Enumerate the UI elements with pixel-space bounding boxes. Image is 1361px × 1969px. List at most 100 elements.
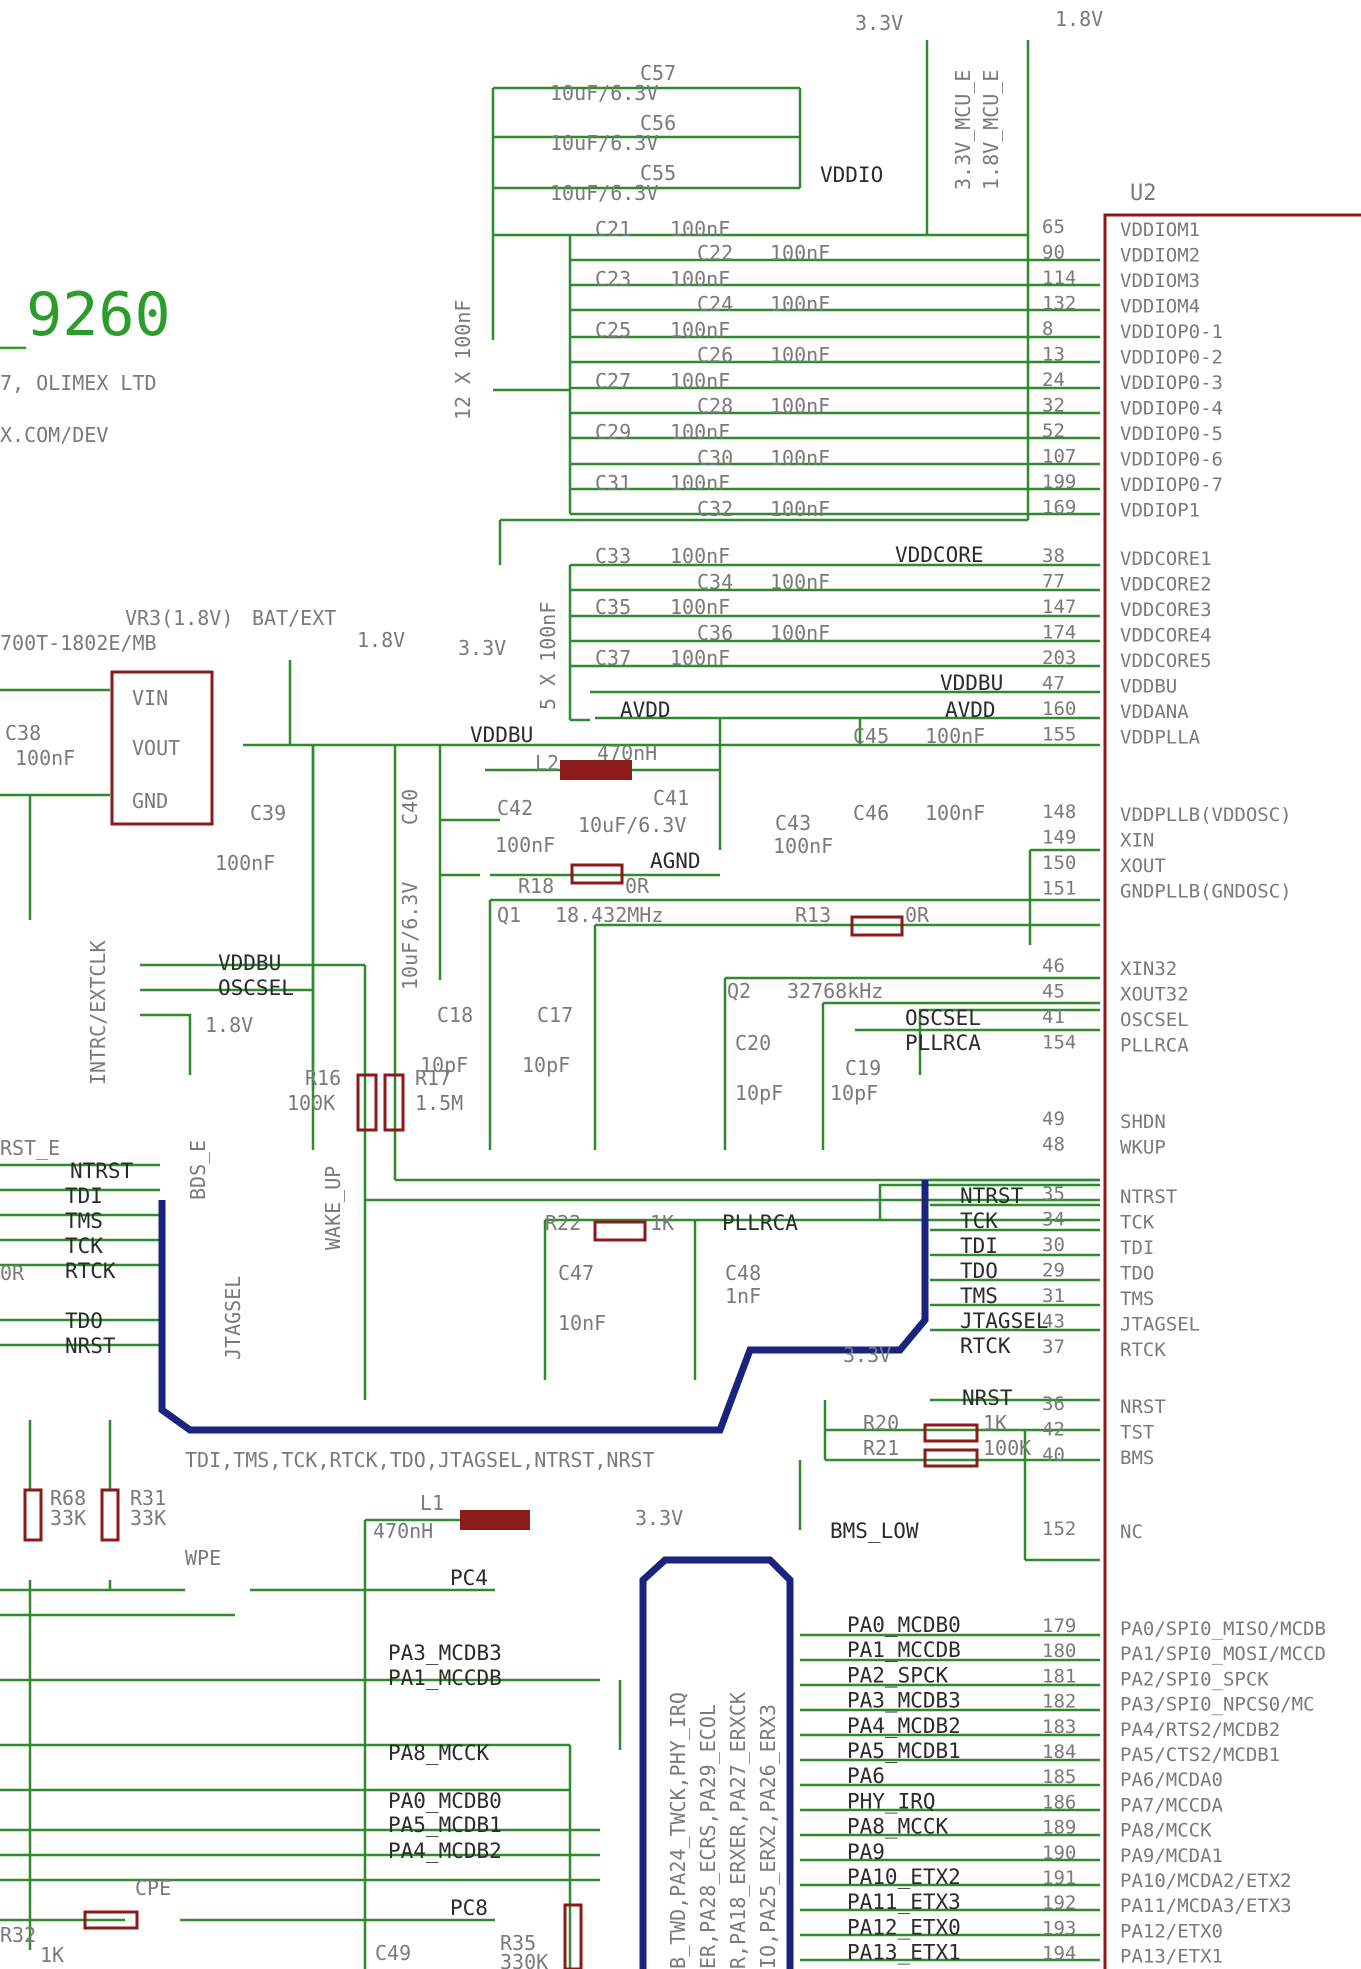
c48-val: 1nF <box>725 1284 761 1308</box>
q1-ref: Q1 <box>497 903 521 927</box>
pin-name: XIN32 <box>1120 958 1177 980</box>
pin-name: VDDANA <box>1120 701 1189 723</box>
pin-number: 184 <box>1042 1741 1076 1763</box>
jtag-left-net: TDO <box>65 1309 103 1333</box>
agnd-label: AGND <box>650 849 701 873</box>
r13-ref: R13 <box>795 903 831 927</box>
bus-text-line: B_TWD,PA24_TWCK,PHY_IRQ <box>666 1692 690 1969</box>
pa-right-net: PA0_MCDB0 <box>847 1613 961 1637</box>
capacitor-ref: C56 <box>640 111 676 135</box>
vddbu-label-2: VDDBU <box>470 723 533 747</box>
jtag-right-net: JTAGSEL <box>960 1309 1049 1333</box>
vddbu-label-1: VDDBU <box>940 671 1003 695</box>
r21-ref: R21 <box>863 1436 899 1460</box>
pin-number: 114 <box>1042 267 1076 289</box>
r22-val: 1K <box>650 1211 674 1235</box>
jtag-right-net: TMS <box>960 1284 998 1308</box>
jtag-right-net: TDO <box>960 1259 998 1283</box>
bus-text-line: IO,PA25_ERX2,PA26_ERX3 <box>756 1704 780 1969</box>
capacitor-ref: C22 <box>697 241 733 265</box>
pin-number: 47 <box>1042 673 1065 695</box>
capacitor-ref: C57 <box>640 61 676 85</box>
pin-name: VDDPLLB(VDDOSC) <box>1120 804 1292 826</box>
v33-batext: 3.3V <box>458 636 506 660</box>
bat-ext-label: BAT/EXT <box>252 606 336 630</box>
pin-name: VDDIOP0-3 <box>1120 372 1223 394</box>
capacitor-ref: C28 <box>697 394 733 418</box>
pin-number: 65 <box>1042 216 1065 238</box>
c40-ref: C40 <box>398 789 422 825</box>
pin-name: NC <box>1120 1521 1143 1543</box>
c43-ref: C43 <box>775 811 811 835</box>
c17-val: 10pF <box>522 1053 570 1077</box>
vddbu-intrc: VDDBU <box>218 951 281 975</box>
capacitor-value: 100nF <box>670 267 730 291</box>
pin-number: 37 <box>1042 1336 1065 1358</box>
jtag-left-net: TDI <box>65 1184 103 1208</box>
capacitor-ref: C30 <box>697 446 733 470</box>
pin-name-group: VDDIOM1VDDIOM2VDDIOM3VDDIOM4VDDIOP0-1VDD… <box>1120 219 1326 1968</box>
c45-ref: C45 <box>853 724 889 748</box>
pin-name: VDDPLLA <box>1120 727 1201 749</box>
pin-number: 192 <box>1042 1892 1076 1914</box>
r13-body <box>850 915 904 937</box>
q2-val: 32768kHz <box>787 979 883 1003</box>
pin-name: VDDIOM1 <box>1120 219 1200 241</box>
pin-number: 8 <box>1042 318 1053 340</box>
c41-val: 10uF/6.3V <box>578 813 686 837</box>
c49-ref: C49 <box>375 1941 411 1965</box>
pc4-net: PC4 <box>450 1566 488 1590</box>
pin-number: 194 <box>1042 1943 1076 1965</box>
capacitor-ref: C23 <box>595 267 631 291</box>
pa-left-net: PA8_MCCK <box>388 1741 490 1765</box>
bus-text-line: R,PA18_ERXER,PA27_ERXCK <box>726 1692 750 1969</box>
pin-number: 182 <box>1042 1691 1076 1713</box>
pin-number: 169 <box>1042 497 1076 519</box>
capacitor-value: 10uF/6.3V <box>550 81 658 105</box>
c42-ref: C42 <box>497 796 533 820</box>
pin-name: PA2/SPI0_SPCK <box>1120 1668 1269 1690</box>
c45-val: 100nF <box>925 724 985 748</box>
oscsel-intrc: OSCSEL <box>218 976 294 1000</box>
vr3-part: 700T-1802E/MB <box>0 631 157 655</box>
c39-ref: C39 <box>250 801 286 825</box>
pin-number: 43 <box>1042 1311 1065 1333</box>
c20-ref: C20 <box>735 1031 771 1055</box>
r22-body <box>593 1220 647 1242</box>
pin-name: VDDIOP0-2 <box>1120 347 1223 369</box>
c38-val: 100nF <box>15 746 75 770</box>
pin-number: 147 <box>1042 596 1076 618</box>
c19-val: 10pF <box>830 1081 878 1105</box>
v18-batext: 1.8V <box>357 628 405 652</box>
pin-number: 155 <box>1042 724 1076 746</box>
pin-number: 149 <box>1042 827 1076 849</box>
pin-name: XOUT <box>1120 855 1166 877</box>
pin-number: 24 <box>1042 369 1065 391</box>
pin-name: VDDIOM3 <box>1120 270 1200 292</box>
pin-name: TCK <box>1120 1212 1155 1234</box>
pa-right-net: PA3_MCDB3 <box>847 1689 961 1713</box>
pin-name: TDO <box>1120 1263 1154 1285</box>
oscsel-net: OSCSEL <box>905 1006 981 1030</box>
r18-val: 0R <box>625 874 650 898</box>
v18-top: 1.8V <box>1055 7 1103 31</box>
r68-body <box>23 1488 43 1542</box>
pin-name: PA9/MCDA1 <box>1120 1845 1223 1867</box>
r35-ref: R35 <box>500 1931 536 1955</box>
pa-left-net: PA3_MCDB3 <box>388 1641 502 1665</box>
pin-name: PA12/ETX0 <box>1120 1920 1223 1942</box>
vr3-vout: VOUT <box>132 736 180 760</box>
pin-name: GNDPLLB(GNDOSC) <box>1120 881 1292 903</box>
vr3-vin: VIN <box>132 686 168 710</box>
pin-name: VDDIOP0-4 <box>1120 398 1223 420</box>
pin-number: 179 <box>1042 1615 1076 1637</box>
l2-body <box>560 760 632 780</box>
pin-number: 199 <box>1042 471 1076 493</box>
c18-ref: C18 <box>437 1003 473 1027</box>
c19-ref: C19 <box>845 1056 881 1080</box>
jtag-left-net: RTCK <box>65 1259 116 1283</box>
v18-intrc: 1.8V <box>205 1013 253 1037</box>
capacitor-value: 100nF <box>670 595 730 619</box>
c38-ref: C38 <box>5 721 41 745</box>
